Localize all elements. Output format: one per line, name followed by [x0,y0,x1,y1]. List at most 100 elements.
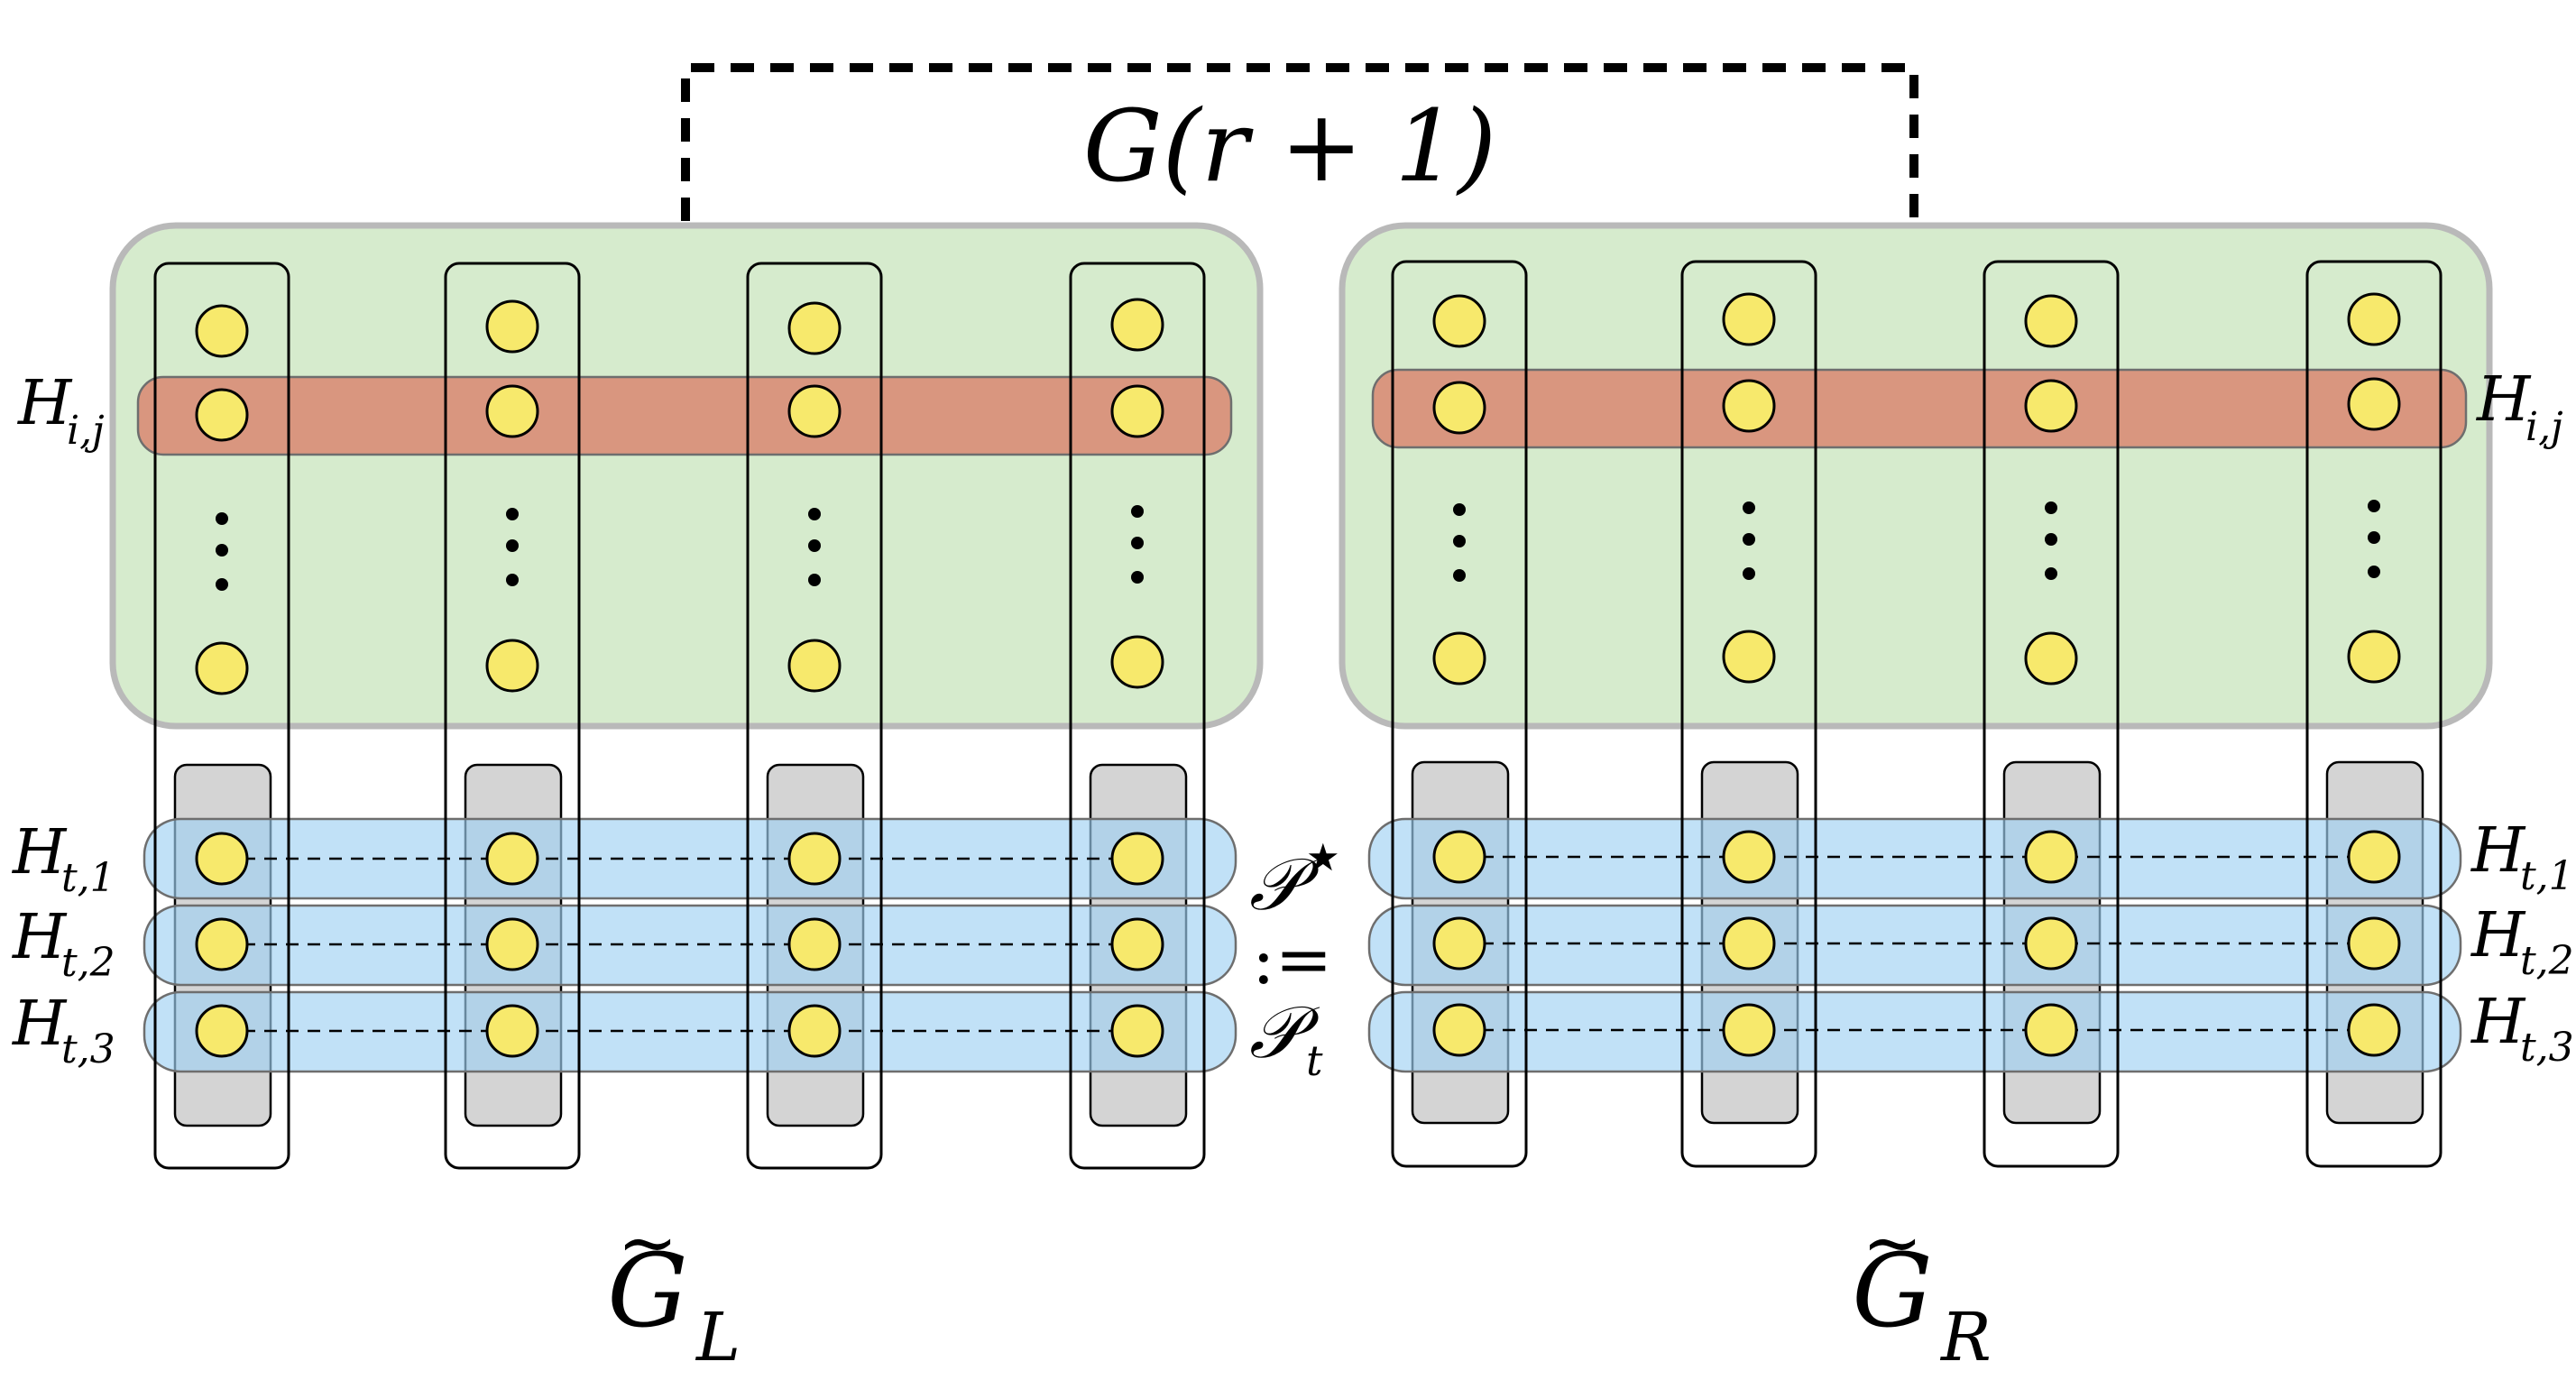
svg-text:t,2: t,2 [2520,938,2574,984]
vertex [1722,830,1776,884]
column-outline [153,262,290,1170]
vertex [1722,292,1776,346]
right-graph-label: ~ G R [1852,1201,1991,1376]
svg-text:t,3: t,3 [2520,1025,2574,1071]
vertex [1110,1004,1164,1058]
vertex [195,832,249,886]
svg-text:H: H [11,989,68,1060]
vertex [787,1004,842,1058]
dashed-bracket [681,63,1918,221]
svg-text:R: R [1939,1299,1992,1376]
svg-text:~: ~ [617,1201,677,1284]
h-t2-label-left: H t,2 [11,902,115,986]
vertex [1110,917,1164,971]
vertex [1432,1003,1486,1057]
svg-text:G: G [1852,1233,1932,1350]
svg-text:H: H [2470,900,2526,971]
svg-text:★: ★ [1306,835,1340,879]
svg-text:t,2: t,2 [61,940,115,986]
svg-text:t: t [1306,1036,1323,1085]
column-outline [444,262,581,1170]
vertex [1722,630,1776,684]
vertex [1110,832,1164,886]
svg-text::=: := [1252,919,1332,999]
vertex [2347,292,2401,346]
vertex [1110,384,1164,438]
top-label: G(r + 1) [1083,88,1496,204]
svg-text:G: G [607,1233,687,1350]
vertex [1110,298,1164,352]
svg-text:t,1: t,1 [61,855,115,901]
column-outline [1391,260,1528,1168]
blue-band-t3 [143,990,1237,1073]
column-outline [1983,260,2120,1168]
h-t2-label-right: H t,2 [2470,900,2574,984]
left-blue-bands [143,817,1237,1073]
svg-text:i,j: i,j [2525,404,2563,450]
right-green-region [1339,222,2493,730]
svg-text:H: H [16,368,73,439]
vertex [1722,1003,1776,1057]
column-outline [1680,260,1817,1168]
vertex [2347,916,2401,971]
blue-band-t2 [143,904,1237,987]
left-red-band [136,375,1233,456]
vertex [1722,379,1776,433]
vertex [195,388,249,442]
left-vertices [195,298,1164,1058]
svg-text:t,3: t,3 [61,1026,115,1072]
svg-text:t,1: t,1 [2520,853,2574,899]
svg-text:H: H [11,902,68,973]
vertex [2347,630,2401,684]
right-vertices [1432,292,2401,1057]
left-green-region [109,222,1264,730]
vertex [787,301,842,355]
vertex [1432,294,1486,348]
blue-band-t1 [143,817,1237,900]
vertex [485,1004,539,1058]
vertex [1722,916,1776,971]
vertex [2024,916,2078,971]
h-ij-label-left: H i,j [16,368,105,454]
column-outline [746,262,883,1170]
vertex [195,1004,249,1058]
svg-text:H: H [2470,815,2526,887]
vertex [1432,916,1486,971]
column-outline [1069,262,1206,1170]
vertex [2024,294,2078,348]
ellipsis-dots [216,500,2380,591]
vertex [2024,1003,2078,1057]
vertex [195,641,249,695]
vertex [195,304,249,358]
h-t3-label-right: H t,3 [2470,987,2574,1071]
dashed-connectors [221,855,2375,1033]
vertex [1432,381,1486,435]
vertex [787,917,842,971]
right-red-band [1371,368,2468,449]
vertex [787,384,842,438]
vertex [485,299,539,354]
vertex [2024,830,2078,884]
vertex [2347,1003,2401,1057]
blue-band-t1 [1367,817,2462,900]
left-column-outlines [153,262,1206,1170]
vertex [787,639,842,693]
vertex [485,917,539,971]
svg-text:H: H [11,817,68,888]
vertex [2347,830,2401,884]
vertex [485,384,539,438]
left-graph-label: ~ G L [607,1201,741,1376]
vertex [1110,635,1164,689]
vertex [195,917,249,971]
right-column-outlines [1391,260,2443,1168]
svg-text:H: H [2470,987,2526,1058]
svg-text:L: L [695,1299,741,1376]
vertex [2347,377,2401,431]
h-ij-label-right: H i,j [2475,364,2563,450]
vertex [485,639,539,693]
vertex [485,832,539,886]
right-blue-bands [1367,817,2462,1073]
column-outline [2305,260,2443,1168]
vertex [2024,379,2078,433]
